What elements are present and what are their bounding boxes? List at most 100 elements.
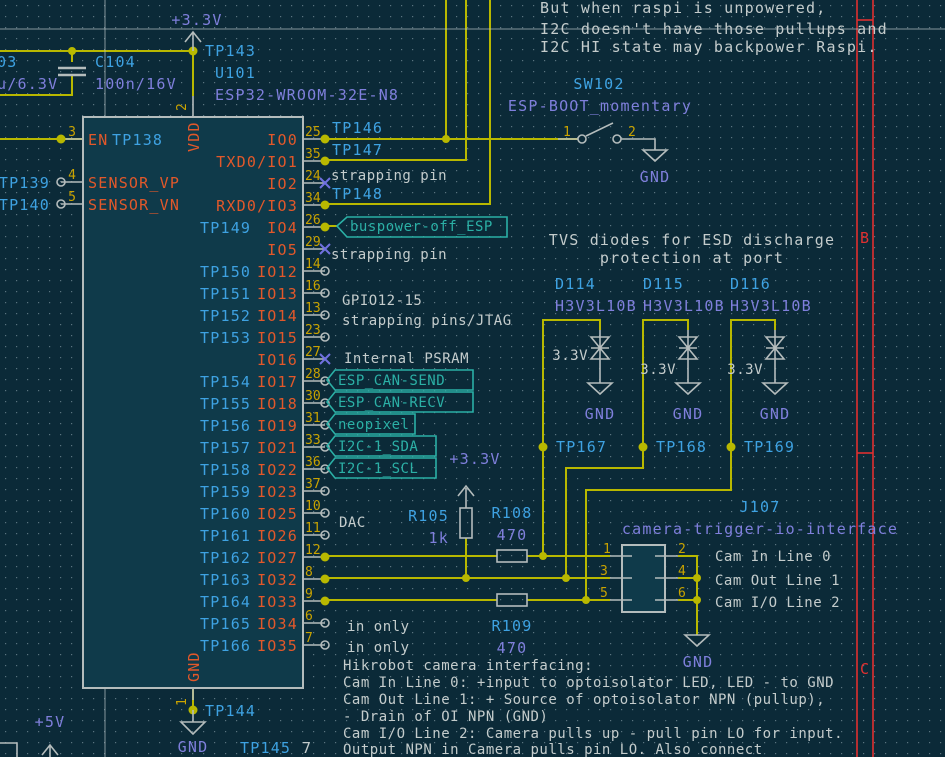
pin-name: IO0	[267, 131, 298, 149]
note-hikrobot: Hikrobot camera interfacing: Cam In Line…	[343, 658, 843, 757]
pin-number: 12	[305, 543, 321, 558]
pin-number: 2	[628, 125, 636, 140]
test-point-label: TP160	[200, 505, 251, 523]
net-label-buspower-off-esp[interactable]: buspower-off_ESP	[335, 216, 508, 238]
test-point-label: TP159	[200, 483, 251, 501]
pin-number: 1	[175, 698, 190, 706]
pin-number: 2	[678, 542, 686, 557]
r105-value: 1k	[429, 529, 449, 547]
unconnected-pin-marker	[320, 530, 330, 540]
unconnected-pin-marker	[320, 508, 330, 518]
pin-number: 27	[305, 345, 321, 360]
gnd-symbol-u101[interactable]: GND	[178, 710, 209, 756]
power-label: GND	[673, 405, 704, 423]
pin-name: IO19	[257, 417, 298, 435]
partial-value-left: u/6.3V	[0, 75, 58, 93]
pin-name: SENSOR_VP	[88, 174, 180, 192]
r105-ref: R105	[408, 507, 449, 525]
pin-name: IO12	[257, 263, 298, 281]
pin-number: 37	[305, 477, 321, 492]
unconnected-pin-marker	[320, 398, 330, 408]
test-point-label: TP168	[656, 438, 707, 456]
pin-name: SENSOR_VN	[88, 196, 180, 214]
pin-name: IO25	[257, 505, 298, 523]
net-label-neopixel[interactable]: neopixel	[325, 413, 416, 435]
resistor-r105[interactable]: +3.3V R105 1k	[408, 450, 501, 547]
pin-name: TXD0/IO1	[216, 153, 298, 171]
note-tvs: TVS diodes for ESD discharge	[549, 231, 835, 249]
note-strapping-pin: strapping pin	[331, 168, 447, 184]
power-5v[interactable]: +5V	[0, 713, 65, 757]
sheet-border: B C	[856, 0, 874, 757]
capacitor-c104[interactable]: C104 100n/16V 03 u/6.3V	[0, 53, 177, 93]
r108-value: 470	[497, 526, 528, 544]
diode-voltage: 3.3V	[640, 362, 676, 378]
switch-sw102[interactable]: SW102 ESP-BOOT_momentary 1 2 GND	[508, 75, 692, 186]
unconnected-pin-marker	[320, 266, 330, 276]
pin-name: IO32	[257, 571, 298, 589]
net-label-can-recv[interactable]: ESP_CAN-RECV	[325, 391, 474, 413]
resistor-r108[interactable]: R108 470	[492, 504, 533, 563]
pin-number: 31	[305, 411, 321, 426]
r108-ref: R108	[492, 504, 533, 522]
resistor-r109[interactable]: R109 470	[492, 593, 533, 657]
pin-name: IO15	[257, 329, 298, 347]
power-3v3-top[interactable]: +3.3V	[171, 11, 222, 51]
power-label: +5V	[35, 713, 66, 731]
pin-name-vdd: VDD	[185, 121, 203, 152]
connector-j107[interactable]: 1 2 3 4 5 6 J107 camera-trigger-io-inter…	[600, 498, 898, 613]
power-label: GND	[760, 405, 791, 423]
pin-name: IO2	[267, 175, 298, 193]
unconnected-pin-marker	[320, 442, 330, 452]
gnd-symbol-j107[interactable]: GND	[683, 634, 714, 671]
r109-ref: R109	[492, 617, 533, 635]
net-label-can-send[interactable]: ESP_CAN-SEND	[325, 369, 474, 391]
test-point-label: TP151	[200, 285, 251, 303]
pin-number: 23	[305, 323, 321, 338]
unconnected-pin-marker	[320, 464, 330, 474]
net-label-i2c-scl[interactable]: I2C-1_SCL	[325, 457, 437, 479]
label-text: neopixel	[338, 417, 409, 433]
pin-name: IO13	[257, 285, 298, 303]
net-label-i2c-sda[interactable]: I2C-1_SDA	[325, 435, 437, 457]
power-label: GND	[178, 738, 209, 756]
pin-number: 3	[600, 564, 608, 579]
tp144-label: TP144	[205, 702, 256, 720]
junction	[320, 134, 330, 144]
pin-number: 9	[305, 587, 313, 602]
sw102-ref: SW102	[573, 75, 624, 93]
note-strapping-pin: strapping pin	[331, 247, 447, 263]
